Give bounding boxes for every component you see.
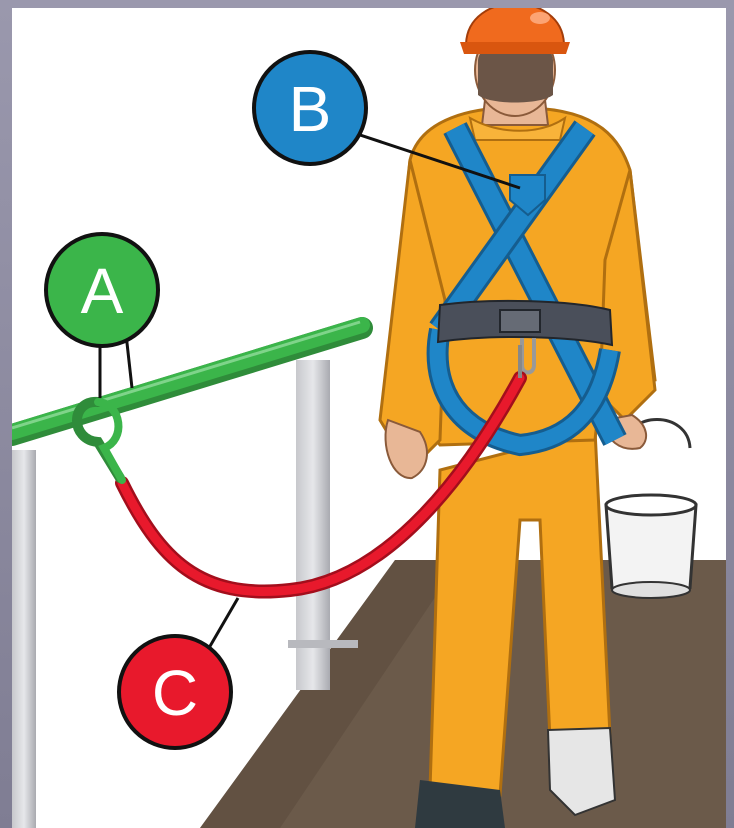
callout-a-label: A [81, 255, 124, 327]
rail-post-middle-base [288, 640, 358, 648]
illustration-panel: A B C [12, 8, 726, 828]
rail-post-left [12, 450, 36, 828]
hard-hat-icon [460, 8, 570, 54]
callout-b-label: B [289, 73, 332, 145]
callout-c: C [119, 636, 231, 748]
callout-b: B [254, 52, 366, 164]
fall-protection-diagram: A B C [12, 8, 726, 828]
callout-c-label: C [152, 657, 198, 729]
callout-a: A [46, 234, 158, 346]
